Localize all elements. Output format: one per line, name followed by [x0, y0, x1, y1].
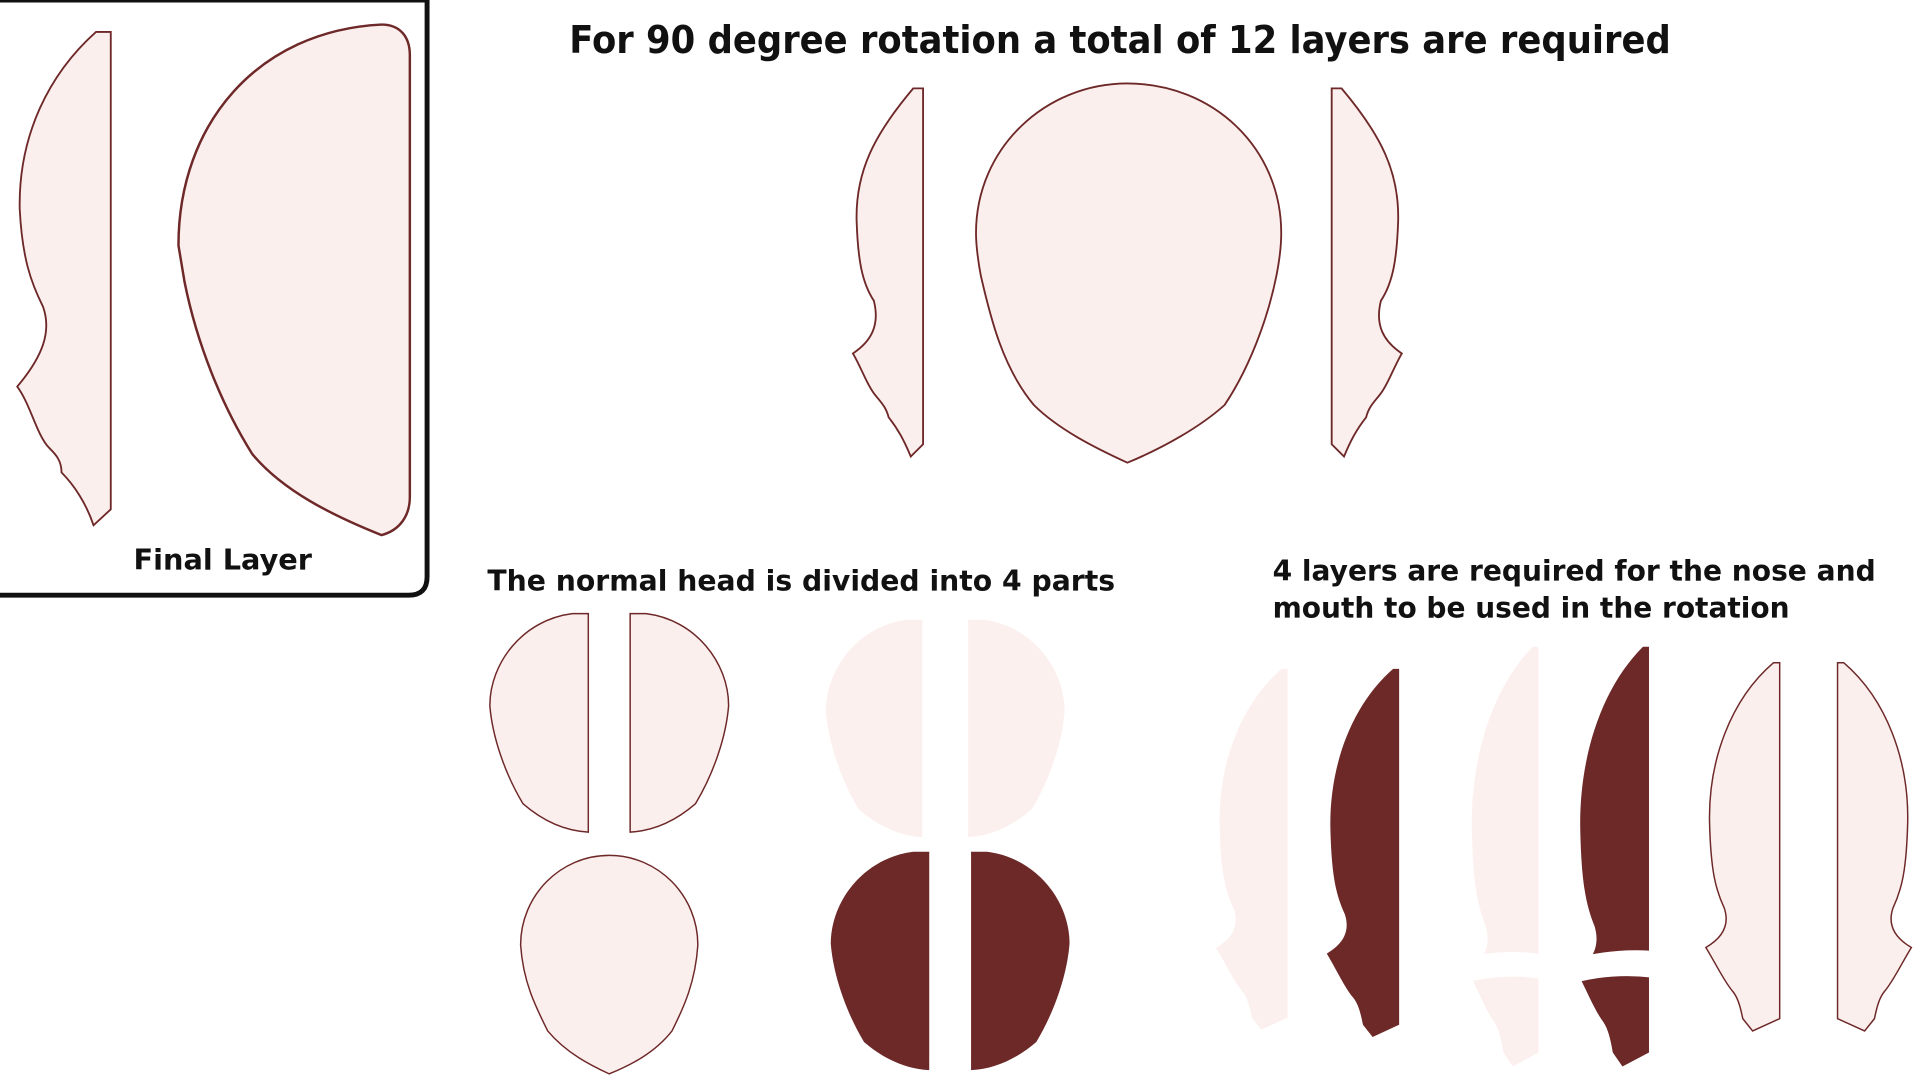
nose-layer-dark [1326, 668, 1400, 1038]
head-part-faded-right [968, 619, 1065, 838]
final-layer-label: Final Layer [134, 543, 313, 576]
nose-mouth-caption-line2: mouth to be used in the rotation [1273, 591, 1790, 624]
head-part-full [519, 854, 699, 1075]
nose-layer-faded [1216, 668, 1288, 1030]
head-part-faded-left [825, 619, 923, 838]
head-part-top-left [489, 612, 590, 833]
mouth-gap-dark [1569, 950, 1656, 985]
final-layer-head-half [177, 23, 412, 537]
final-layer-side-profile [16, 30, 112, 527]
side-layer-left [1705, 661, 1781, 1032]
left-side-profile [851, 87, 924, 459]
head-part-dark-left [830, 851, 930, 1071]
mouth-gap-faded [1458, 952, 1545, 985]
nose-mouth-caption-line1: 4 layers are required for the nose and [1273, 555, 1876, 588]
page-title: For 90 degree rotation a total of 12 lay… [569, 18, 1671, 62]
head-parts-group [489, 612, 1070, 1075]
head-part-top-right [629, 612, 730, 833]
nose-mouth-layers [1216, 646, 1913, 1067]
side-layer-right [1836, 661, 1913, 1032]
mouth-layer-dark [1576, 646, 1649, 1067]
mouth-layer-faded [1468, 646, 1539, 1067]
head-part-dark-right [971, 851, 1070, 1071]
final-layer-panel: Final Layer [0, 0, 430, 598]
right-side-profile [1330, 87, 1404, 459]
final-layer-frame [0, 0, 430, 598]
front-head [975, 82, 1283, 464]
rotation-layers-top [851, 82, 1404, 464]
head-parts-caption: The normal head is divided into 4 parts [487, 564, 1115, 597]
